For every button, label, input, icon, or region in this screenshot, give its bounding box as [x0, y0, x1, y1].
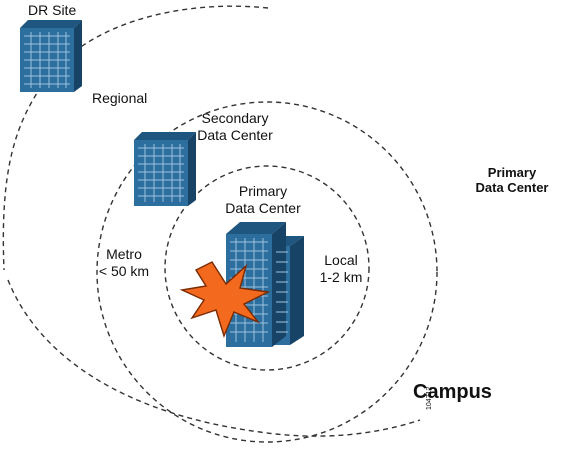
primary-data-center-inner-label: Primary Data Center	[225, 183, 301, 216]
secondary-building-icon	[134, 132, 196, 206]
dr-site-building-icon	[20, 20, 82, 92]
local-label: Local 1-2 km	[319, 252, 363, 285]
local-ring	[164, 165, 370, 371]
primary-data-center-label: Primary Data Center	[475, 165, 549, 196]
metro-label: Metro < 50 km	[98, 246, 150, 279]
figure-id-label: 104712	[426, 386, 433, 410]
regional-label: Regional	[92, 90, 148, 106]
dr-site-label: DR Site	[28, 2, 77, 18]
campus-label: Campus	[413, 381, 492, 403]
explosion-icon	[179, 261, 271, 339]
secondary-data-center-label: Secondary Data Center	[197, 110, 273, 143]
metro-ring	[96, 101, 438, 443]
